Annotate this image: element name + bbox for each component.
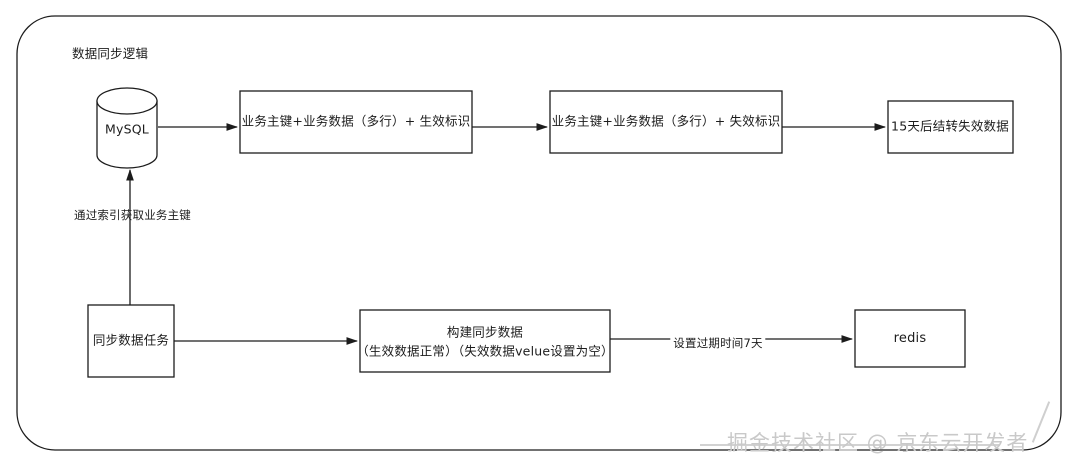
watermark-text: 掘金技术社区 @ 京东云开发者 [727,431,1029,455]
edge-label-index-lookup: 通过索引获取业务主键 [74,208,191,222]
box-valid-shape [239,90,473,154]
box-redis-label: redis [893,331,927,347]
box-redis-shape [854,309,966,368]
box-carryover-label: 15天后结转失效数据 [891,118,1009,134]
edge-label-expire-time: 设置过期时间7天 [670,336,766,352]
box-task-shape [87,304,175,378]
box-invalid-shape [549,90,783,154]
box-valid-label: 业务主键+业务数据（多行）+ 生效标识 [241,113,471,129]
group-title: 数据同步逻辑 [72,46,149,61]
mysql-cylinder-shape [96,87,158,169]
mysql-node-label: MySQL [105,121,149,137]
box-carryover-shape [887,100,1014,154]
group-container [16,15,1062,451]
box-build-label-line1: 构建同步数据 [446,324,524,340]
box-build-label-line2: （生效数据正常）（失效数据velue设置为空） [356,343,614,359]
box-build-shape [359,309,611,373]
box-invalid-label: 业务主键+业务数据（多行）+ 失效标识 [551,113,781,129]
watermark-underline [700,444,1000,446]
box-task-label: 同步数据任务 [92,332,170,348]
